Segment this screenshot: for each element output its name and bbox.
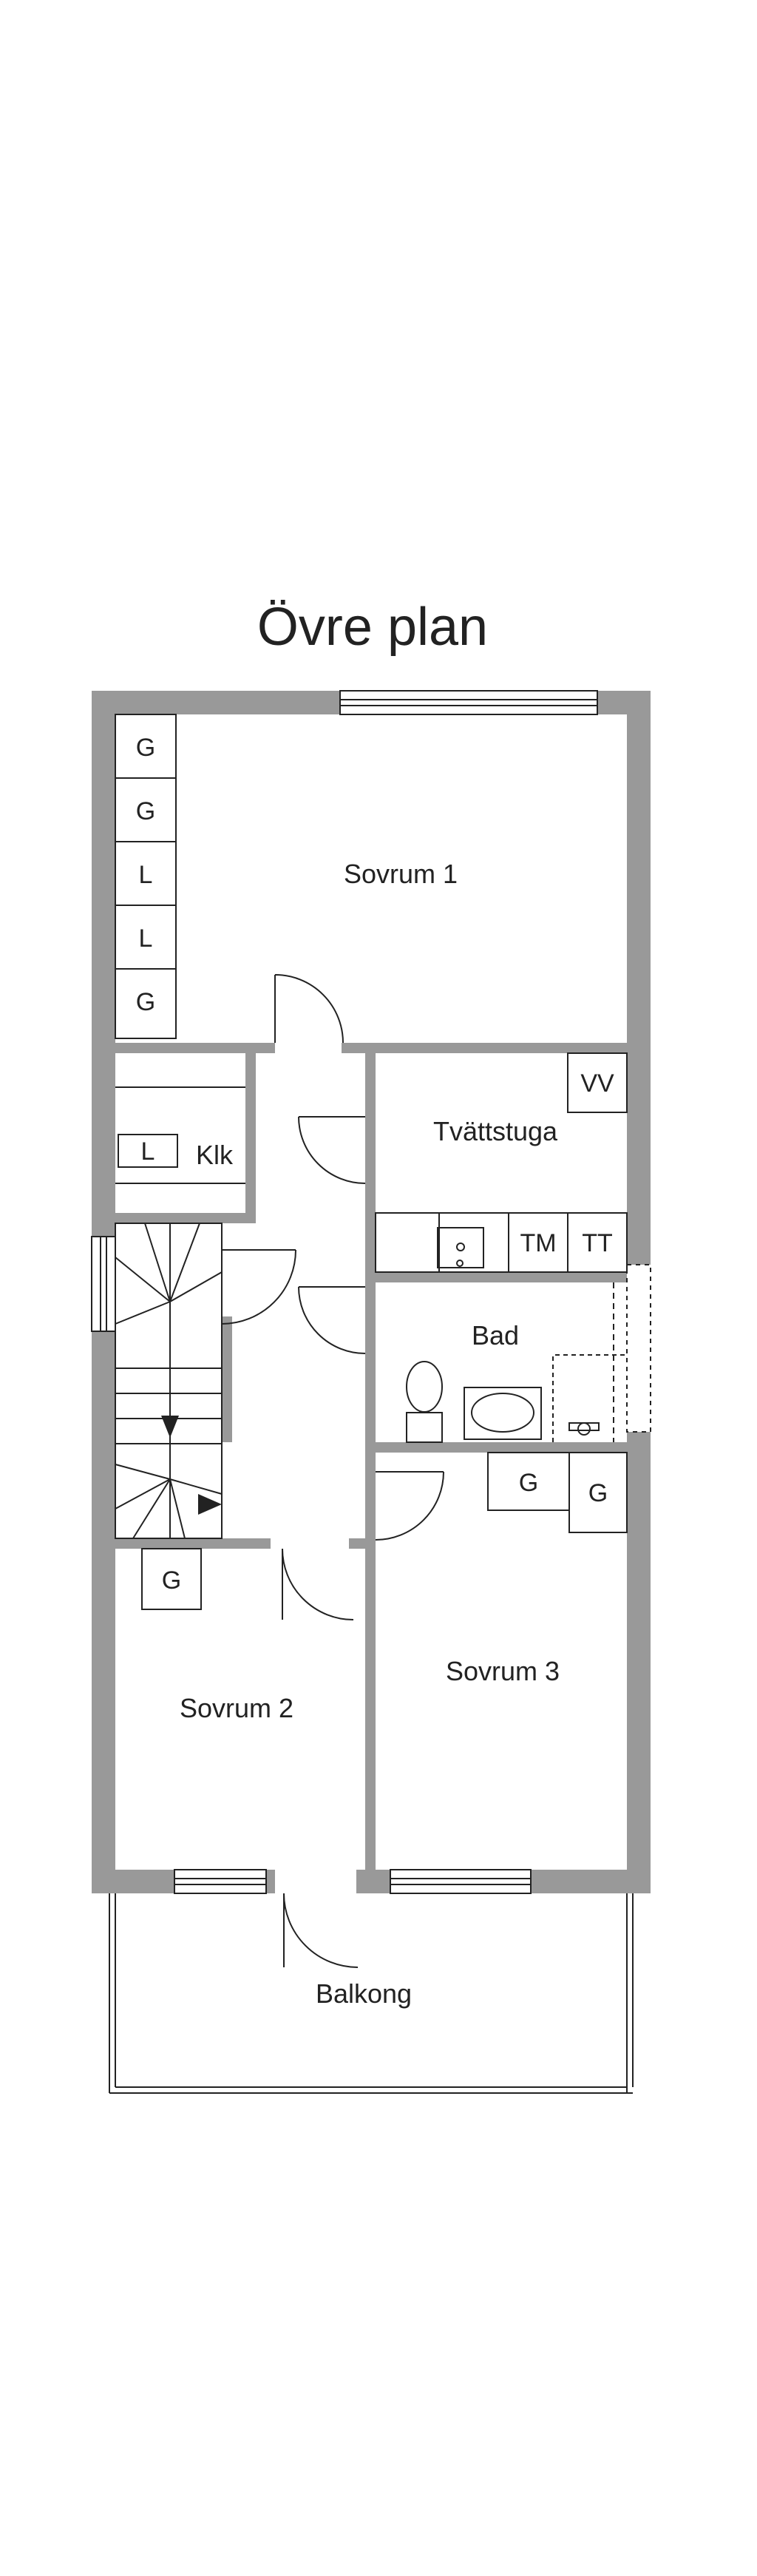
tt-label: TT	[582, 1229, 613, 1257]
room-label-klk: Klk	[196, 1140, 234, 1170]
door-swings	[221, 974, 444, 1968]
klk-l-label: L	[141, 1137, 155, 1166]
plan-title: Övre plan	[257, 598, 488, 657]
bath-g1-label: G	[519, 1469, 538, 1497]
room-label-bad: Bad	[472, 1320, 519, 1350]
room-label-sovrum2: Sovrum 2	[180, 1693, 293, 1723]
closet-label-3: L	[139, 861, 153, 889]
staircase	[115, 1223, 223, 1539]
s2-g-label: G	[162, 1566, 181, 1595]
vv-label: VV	[580, 1069, 614, 1098]
bathroom-fixtures	[406, 1282, 628, 1533]
closet-sovrum2	[141, 1548, 202, 1610]
room-label-sovrum1: Sovrum 1	[344, 859, 458, 889]
laundry-fixtures	[375, 1052, 628, 1273]
closet-label-2: G	[136, 797, 155, 825]
closet-sovrum1	[115, 714, 177, 1039]
interior-walls	[115, 1043, 627, 1870]
closet-label-1: G	[136, 734, 155, 762]
tm-label: TM	[520, 1229, 556, 1257]
klk-closet	[115, 1086, 245, 1184]
stair-arrows	[161, 1416, 222, 1515]
bath-g2-label: G	[588, 1479, 608, 1507]
balcony	[109, 1893, 634, 2094]
closet-label-4: L	[139, 924, 153, 953]
room-label-balkong: Balkong	[316, 1978, 412, 2009]
closet-label-5: G	[136, 988, 155, 1016]
room-label-tvattstuga: Tvättstuga	[433, 1116, 558, 1146]
windows	[91, 690, 651, 1894]
room-label-sovrum3: Sovrum 3	[446, 1656, 560, 1686]
